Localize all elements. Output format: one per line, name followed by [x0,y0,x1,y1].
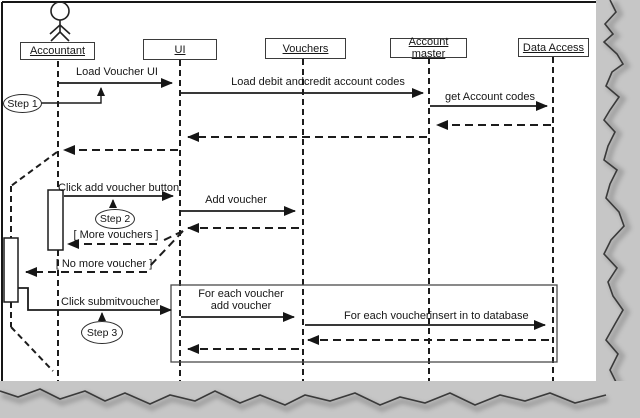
step-1-note: Step 1 [3,94,42,113]
branch-lifeline [10,151,58,372]
participant-data-access: Data Access [518,38,589,57]
loop-frame [170,284,558,363]
activation-bars [3,189,64,303]
label-load-voucher-ui: Load Voucher UI [76,66,158,78]
label-for-each-voucher-line2: add voucher [210,300,272,312]
label-more-vouchers-guard: [ More vouchers ] [73,229,159,241]
torn-edge-bottom [0,381,640,418]
actor-icon [49,1,71,42]
step-connectors [41,87,117,321]
label-load-debit-credit: Load debit andcredit account codes [231,76,405,88]
left-branch-activation [3,237,19,303]
branch-diagonal-more [159,230,184,243]
step-3-note: Step 3 [81,321,123,344]
label-click-add-voucher: Click add voucher button [58,182,180,194]
step1-connector [41,87,105,104]
participant-ui: UI [143,39,217,60]
label-click-submit-voucher: Click submitvoucher [61,296,160,308]
participant-vouchers: Vouchers [265,38,346,59]
lifelines [57,57,554,381]
page-border [1,1,596,383]
label-for-each-voucher-insert: For each voucherinsert in to database [344,310,529,322]
label-for-each-voucher-add: For each voucher add voucher [193,288,289,312]
step-2-note: Step 2 [95,209,135,229]
label-for-each-voucher-line1: For each voucher [198,288,284,300]
label-get-account-codes: get Account codes [445,91,535,103]
participant-account-master: Account master [390,36,467,60]
accountant-activation [47,189,64,251]
branch-diagonal-nomore [148,230,184,268]
torn-edge-right [596,0,640,418]
label-no-more-voucher-guard: [ No more voucher ] [55,258,153,270]
label-add-voucher: Add voucher [205,194,267,206]
participant-accountant: Accountant [20,42,95,60]
solid-messages [18,78,548,330]
dashed-messages [25,120,551,354]
msg-click-submit-line [18,287,172,315]
